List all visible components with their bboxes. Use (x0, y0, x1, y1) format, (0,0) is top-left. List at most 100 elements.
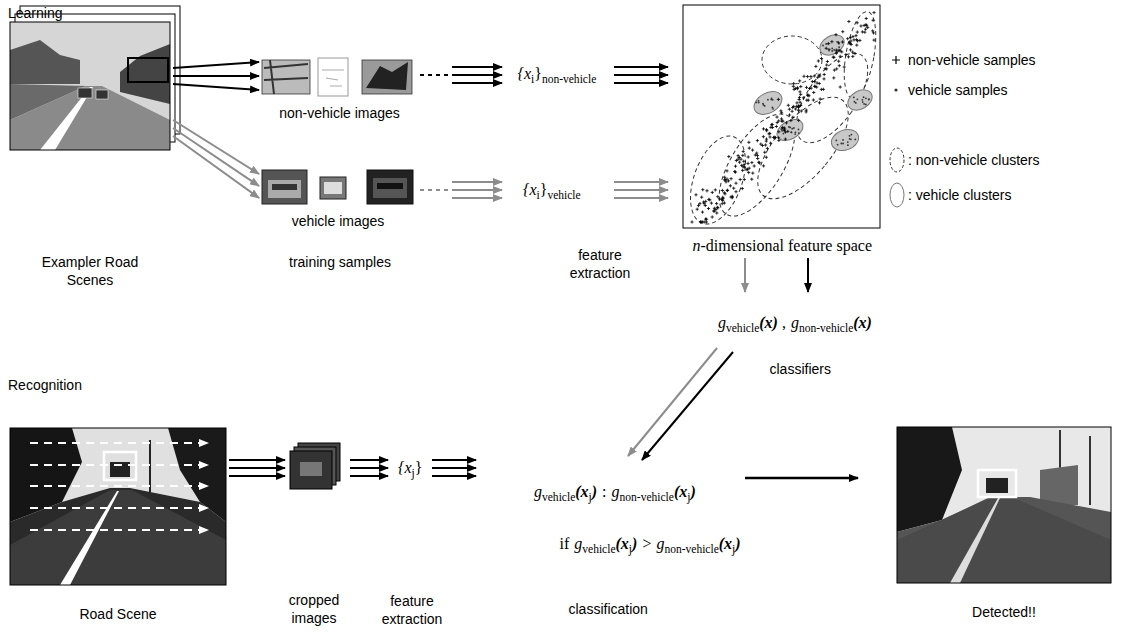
feature-space-part-part (831, 50, 833, 52)
feature-space-part-part (839, 9, 882, 101)
feature-space-part (690, 11, 875, 224)
vehicle-thumbnails-part (268, 180, 301, 198)
formula-part: , (782, 314, 786, 331)
formula-part: (x (719, 535, 732, 552)
flow-arrows-part (432, 459, 476, 461)
arrow-line (173, 62, 259, 68)
formula-part: i (537, 189, 540, 201)
formula-part: > (642, 535, 651, 552)
feature-space-part (683, 5, 880, 228)
feature-space-part-part (838, 46, 840, 48)
feature-space-part-part (798, 132, 800, 134)
feature-space-part-part (791, 128, 793, 130)
formula-part: non-vehicle (799, 322, 853, 334)
flow-arrows-part (350, 459, 388, 461)
legend-symbols-part (890, 183, 904, 207)
feature-space-part-part (854, 139, 856, 141)
formula-part: ) (690, 483, 695, 500)
formula-part: non-vehicle (664, 543, 718, 555)
legend-text: : non-vehicle clusters (908, 151, 1040, 169)
feature-space-part-part (795, 131, 797, 133)
feature-space-part-part (767, 99, 769, 101)
text-label: Recognition (8, 376, 82, 394)
feature-space-part-part (831, 48, 833, 50)
flow-arrows-part (432, 475, 476, 477)
flow-arrows-part (452, 82, 502, 84)
image-node: non-vehicle images (262, 58, 417, 96)
feature-space-part-part (836, 41, 838, 43)
legend-symbols-part (894, 88, 897, 91)
flow-arrows-part (420, 74, 448, 76)
road-scene-photo-part (10, 428, 226, 585)
feature-space-part-part (835, 140, 837, 142)
formula-part: {x (398, 459, 412, 476)
detected-photo-part (1089, 436, 1091, 505)
image-caption: Detected!! (924, 603, 1084, 621)
feature-space-part-part (762, 103, 764, 105)
flow-arrows-part (628, 348, 717, 456)
formula-part: if (560, 535, 570, 552)
formula-part: g (534, 483, 542, 500)
feature-space-part-part (783, 133, 785, 135)
arrow-line (173, 136, 259, 198)
formula-part: ) (735, 535, 740, 552)
feature-space-part-part (793, 127, 795, 129)
feature-space-part-part (847, 144, 849, 146)
road-scene-photo-part (60, 491, 119, 585)
non-vehicle-thumbnails-part (366, 62, 408, 90)
feature-space-part-part (865, 97, 867, 99)
non-vehicle-thumbnails-part (318, 58, 348, 96)
feature-space-part-part (850, 138, 852, 140)
image-caption: Road Scene (38, 605, 198, 623)
image-caption: cropped images (279, 591, 349, 627)
road-scene-photo-part (149, 440, 151, 500)
road-scene-photo-part-part (30, 507, 208, 509)
photo-stack (10, 6, 180, 150)
cropped-stack-part (290, 451, 332, 489)
formula-part: {x (518, 65, 532, 82)
legend-text: vehicle samples (908, 81, 1008, 99)
feature-space-part-part (826, 43, 828, 45)
formula-part: n (693, 237, 701, 254)
formula-part: (x (575, 483, 588, 500)
triple-arrow (229, 460, 285, 476)
flow-arrows-part (745, 477, 858, 480)
image-node: vehicle images (262, 168, 414, 204)
legend-text: non-vehicle samples (908, 51, 1036, 69)
vehicle-thumbnails (262, 170, 413, 204)
legend-symbols-part (892, 56, 900, 64)
road-scene-photo-part (10, 490, 226, 585)
text-label: classification (569, 600, 648, 618)
legend-symbols-part (890, 148, 904, 172)
flow-arrows-part (642, 352, 733, 460)
feature-space-part-part (750, 87, 786, 119)
formula-part: non-vehicle (620, 491, 674, 503)
photo-stack-part (78, 88, 92, 98)
vehicle-thumbnails-part (324, 182, 342, 194)
non-vehicle-thumbnails (262, 58, 412, 96)
formula-part: } (534, 65, 542, 82)
image-caption: Exampler Road Scenes (30, 253, 150, 289)
formula-part: (x) (759, 314, 778, 331)
formula-part: g (612, 483, 620, 500)
image-caption: non-vehicle images (260, 104, 420, 122)
triple-arrow (173, 120, 259, 198)
road-scene-photo-part (30, 443, 208, 530)
vehicle-thumbnails-part (262, 170, 307, 204)
photo-stack-part (10, 40, 80, 84)
feature-space-part-part (742, 83, 865, 214)
formula-part: vehicle (582, 543, 615, 555)
text-label: Learning (8, 4, 63, 22)
feature-space-part-part (758, 100, 760, 102)
formula-part: vehicle (542, 491, 575, 503)
formula-part: } (415, 459, 423, 476)
flow-arrows-part (432, 467, 476, 469)
feature-space-part-part (829, 49, 831, 51)
road-scene-photo-part-part (30, 529, 208, 531)
feature-space-part-part (794, 133, 796, 135)
feature-space-part-part (783, 42, 882, 155)
feature-space-part-part (862, 101, 864, 103)
feature-space-part-part (828, 50, 830, 52)
formula: gvehicle(x),gnon-vehicle(x) (718, 313, 872, 338)
